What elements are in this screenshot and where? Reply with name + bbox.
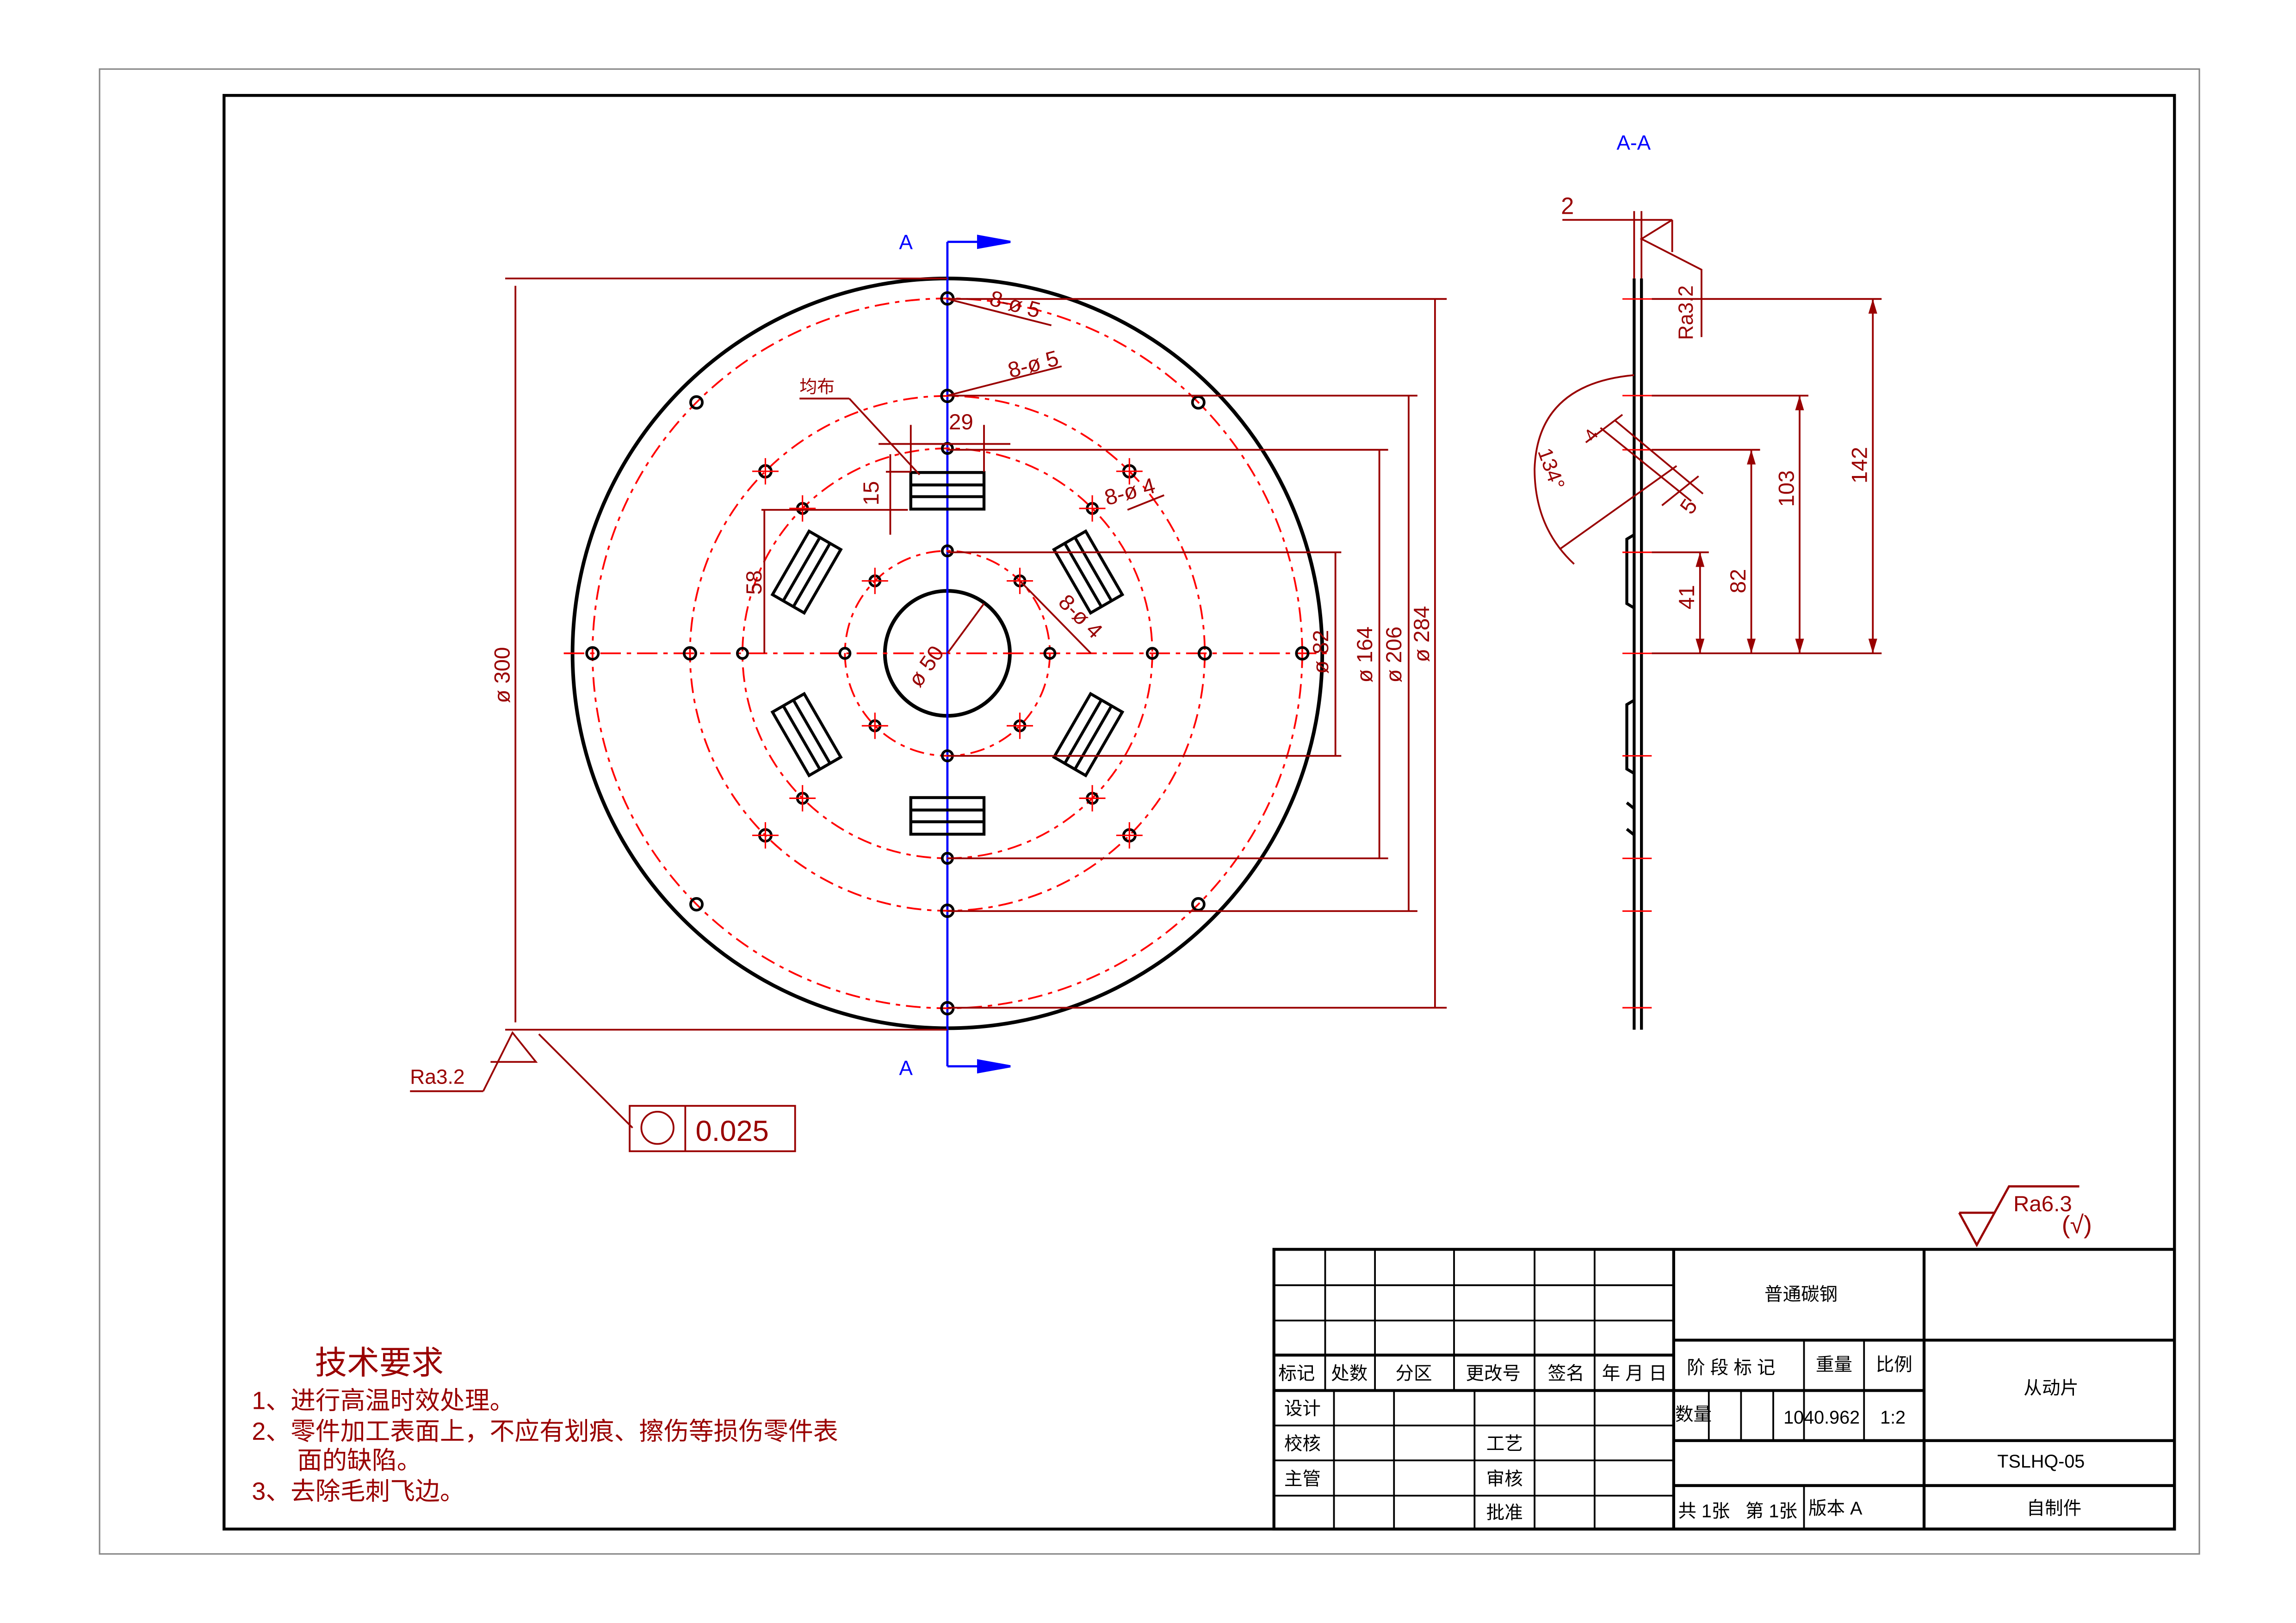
- dim-d82: ø 82: [1309, 630, 1333, 674]
- section-marker-top: A: [899, 231, 913, 254]
- hole: [736, 647, 749, 660]
- tb-weight: 1040.962: [1783, 1407, 1860, 1428]
- evenly-distributed-note: 均布: [799, 378, 835, 397]
- tb-header-count: 处数: [1331, 1363, 1368, 1384]
- tb-drawing-no: TSLHQ-05: [1997, 1451, 2085, 1472]
- dim-holes-inner1: 8-ø 4: [1102, 473, 1158, 510]
- dim-angle: 134°: [1533, 445, 1569, 493]
- dim-slot-radius: 58: [742, 570, 767, 595]
- tb-quantity-label: 数量: [1675, 1405, 1712, 1425]
- hole: [1197, 646, 1212, 661]
- tb-version: 版本 A: [1808, 1498, 1863, 1518]
- slot: [909, 471, 986, 511]
- tb-header-change-no: 更改号: [1466, 1363, 1521, 1384]
- hole: [838, 647, 852, 660]
- dim-h103: 103: [1774, 470, 1799, 507]
- roughness-front: Ra3.2: [410, 1066, 464, 1089]
- dim-d206: ø 206: [1382, 626, 1406, 682]
- dim-d164: ø 164: [1353, 626, 1377, 682]
- tb-weight-label: 重量: [1816, 1355, 1852, 1375]
- tb-role-process: 工艺: [1486, 1434, 1523, 1454]
- tb-sheet-no: 第 1张: [1745, 1501, 1797, 1522]
- inner-frame: [223, 94, 2176, 1531]
- tech-requirements-title: 技术要求: [315, 1344, 444, 1381]
- slot: [1052, 692, 1125, 778]
- hole: [1043, 647, 1057, 660]
- section-view: A-A 2 Ra3.2 134° 5 4 142 103 82 41: [1533, 131, 1882, 1030]
- tech-requirement-2-cont: 面的缺陷。: [297, 1447, 422, 1474]
- centerline-markers: [947, 235, 1011, 1074]
- hole: [689, 897, 704, 912]
- tb-scale: 1:2: [1880, 1407, 1906, 1428]
- dim-h41: 41: [1675, 585, 1699, 609]
- tb-source: 自制件: [2027, 1498, 2082, 1518]
- slot: [770, 529, 843, 615]
- tb-sheets: 共 1张: [1678, 1501, 1730, 1522]
- dim-d300: ø 300: [490, 647, 514, 703]
- hole: [689, 395, 704, 410]
- dim-thickness: 2: [1561, 193, 1574, 219]
- slot: [770, 692, 843, 778]
- hole: [585, 646, 600, 661]
- hole: [682, 646, 697, 661]
- tech-requirement-3: 3、去除毛刺飞边。: [252, 1478, 464, 1505]
- general-roughness-value: Ra6.3: [2013, 1192, 2072, 1216]
- dim-slot-height: 15: [859, 481, 884, 506]
- tech-requirement-2: 2、零件加工表面上，不应有划痕、擦伤等损伤零件表: [252, 1418, 838, 1445]
- hole: [941, 544, 954, 558]
- front-view: [563, 242, 1333, 1066]
- general-roughness-other: (√): [2062, 1211, 2092, 1239]
- front-dimension-lines: [410, 277, 1447, 1152]
- section-title: A-A: [1616, 131, 1651, 154]
- roughness-section: Ra3.2: [1675, 285, 1697, 340]
- section-marker-bottom: A: [899, 1057, 913, 1080]
- tb-scale-label: 比例: [1876, 1355, 1912, 1375]
- tb-header-mark: 标记: [1278, 1363, 1315, 1384]
- tb-stage-mark: 阶 段 标 记: [1687, 1357, 1775, 1378]
- tb-header-date: 年 月 日: [1602, 1363, 1667, 1384]
- dim-d284: ø 284: [1410, 606, 1434, 662]
- tb-role-review: 审核: [1486, 1469, 1523, 1489]
- circularity-tolerance-value: 0.025: [695, 1115, 768, 1147]
- hole: [1191, 395, 1206, 410]
- title-block-text: 标记 处数 分区 更改号 签名 年 月 日 设计 校核 主管 工艺 审核 批准 …: [1278, 1284, 2085, 1523]
- hole: [1145, 647, 1159, 660]
- hole: [1295, 646, 1310, 661]
- tech-requirements: 技术要求 1、进行高温时效处理。 2、零件加工表面上，不应有划痕、擦伤等损伤零件…: [252, 1344, 838, 1505]
- outer-border: [99, 68, 2200, 1555]
- general-roughness-symbol: [1958, 1185, 2079, 1247]
- dim-h82: 82: [1726, 569, 1751, 594]
- slot: [1052, 529, 1125, 615]
- title-block: [1272, 1248, 2176, 1531]
- dim-holes-outer: 8-ø 5: [987, 286, 1043, 323]
- tb-material: 普通碳钢: [1764, 1284, 1838, 1305]
- dim-h142: 142: [1848, 447, 1872, 483]
- dim-slot-width: 29: [949, 410, 973, 434]
- tb-part-name: 从动片: [2024, 1378, 2079, 1399]
- dim-tab-offset: 4: [1581, 426, 1603, 445]
- tb-role-check: 校核: [1284, 1434, 1321, 1454]
- tb-role-supervisor: 主管: [1284, 1469, 1321, 1489]
- slot: [909, 796, 986, 836]
- hole: [1191, 897, 1206, 912]
- tech-requirement-1: 1、进行高温时效处理。: [252, 1387, 514, 1414]
- dim-d50: ø 50: [904, 641, 949, 691]
- tb-header-signature: 签名: [1548, 1363, 1584, 1384]
- tb-header-zone: 分区: [1395, 1363, 1432, 1384]
- dim-holes-mid: 8-ø 5: [1005, 346, 1061, 383]
- tb-role-approve: 批准: [1486, 1503, 1523, 1523]
- tb-role-design: 设计: [1284, 1399, 1321, 1419]
